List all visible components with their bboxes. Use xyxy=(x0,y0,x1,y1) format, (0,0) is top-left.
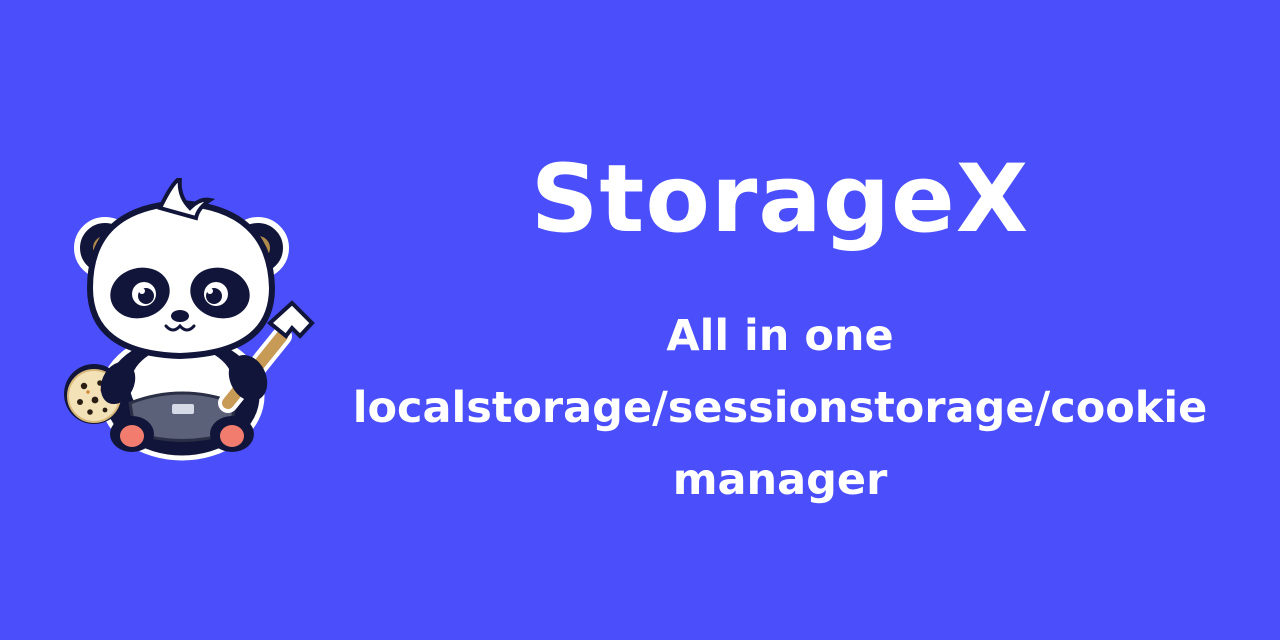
tagline: All in one localstorage/sessionstorage/c… xyxy=(340,300,1220,516)
tagline-line-3: manager xyxy=(672,455,888,505)
page-title: StorageX xyxy=(530,145,1030,254)
text-block: StorageX All in one localstorage/session… xyxy=(340,130,1220,516)
panda-mascot-icon xyxy=(64,178,315,461)
tagline-line-1: All in one xyxy=(666,311,894,361)
tagline-line-2: localstorage/sessionstorage/cookie xyxy=(352,383,1208,433)
